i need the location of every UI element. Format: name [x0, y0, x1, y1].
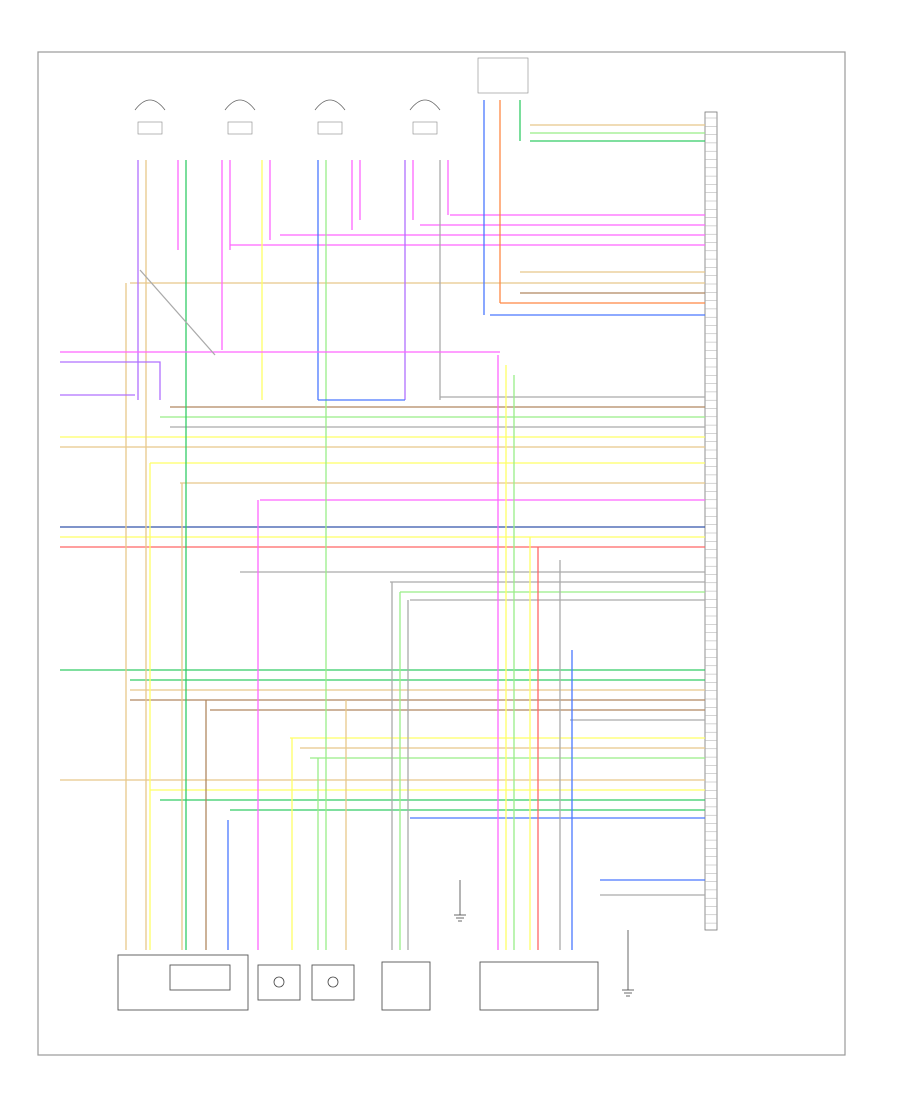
- wire: [60, 361, 161, 400]
- sensor-connector: [412, 121, 438, 135]
- sensor-group-top: [134, 57, 529, 135]
- component-module-box: [479, 961, 599, 1011]
- ground-symbol: [622, 930, 634, 997]
- ground-symbol: [454, 880, 466, 922]
- sensor-outline: [134, 99, 166, 111]
- sensor-connector: [477, 57, 529, 94]
- component-sensor-box: [381, 961, 431, 1011]
- sensor-connector: [317, 121, 343, 135]
- sensor-outline: [314, 99, 346, 111]
- component-injector-2: [311, 964, 355, 1001]
- diagram-border: [37, 51, 846, 1056]
- component-injector-1: [257, 964, 301, 1001]
- wire: [139, 269, 216, 356]
- wire-harness: [60, 100, 705, 950]
- ecm-connector: [704, 111, 718, 931]
- sensor-connector: [137, 121, 163, 135]
- sensor-connector: [227, 121, 253, 135]
- component-throttle-body: [117, 954, 249, 1011]
- sensor-outline: [409, 99, 441, 111]
- sensor-outline: [224, 99, 256, 111]
